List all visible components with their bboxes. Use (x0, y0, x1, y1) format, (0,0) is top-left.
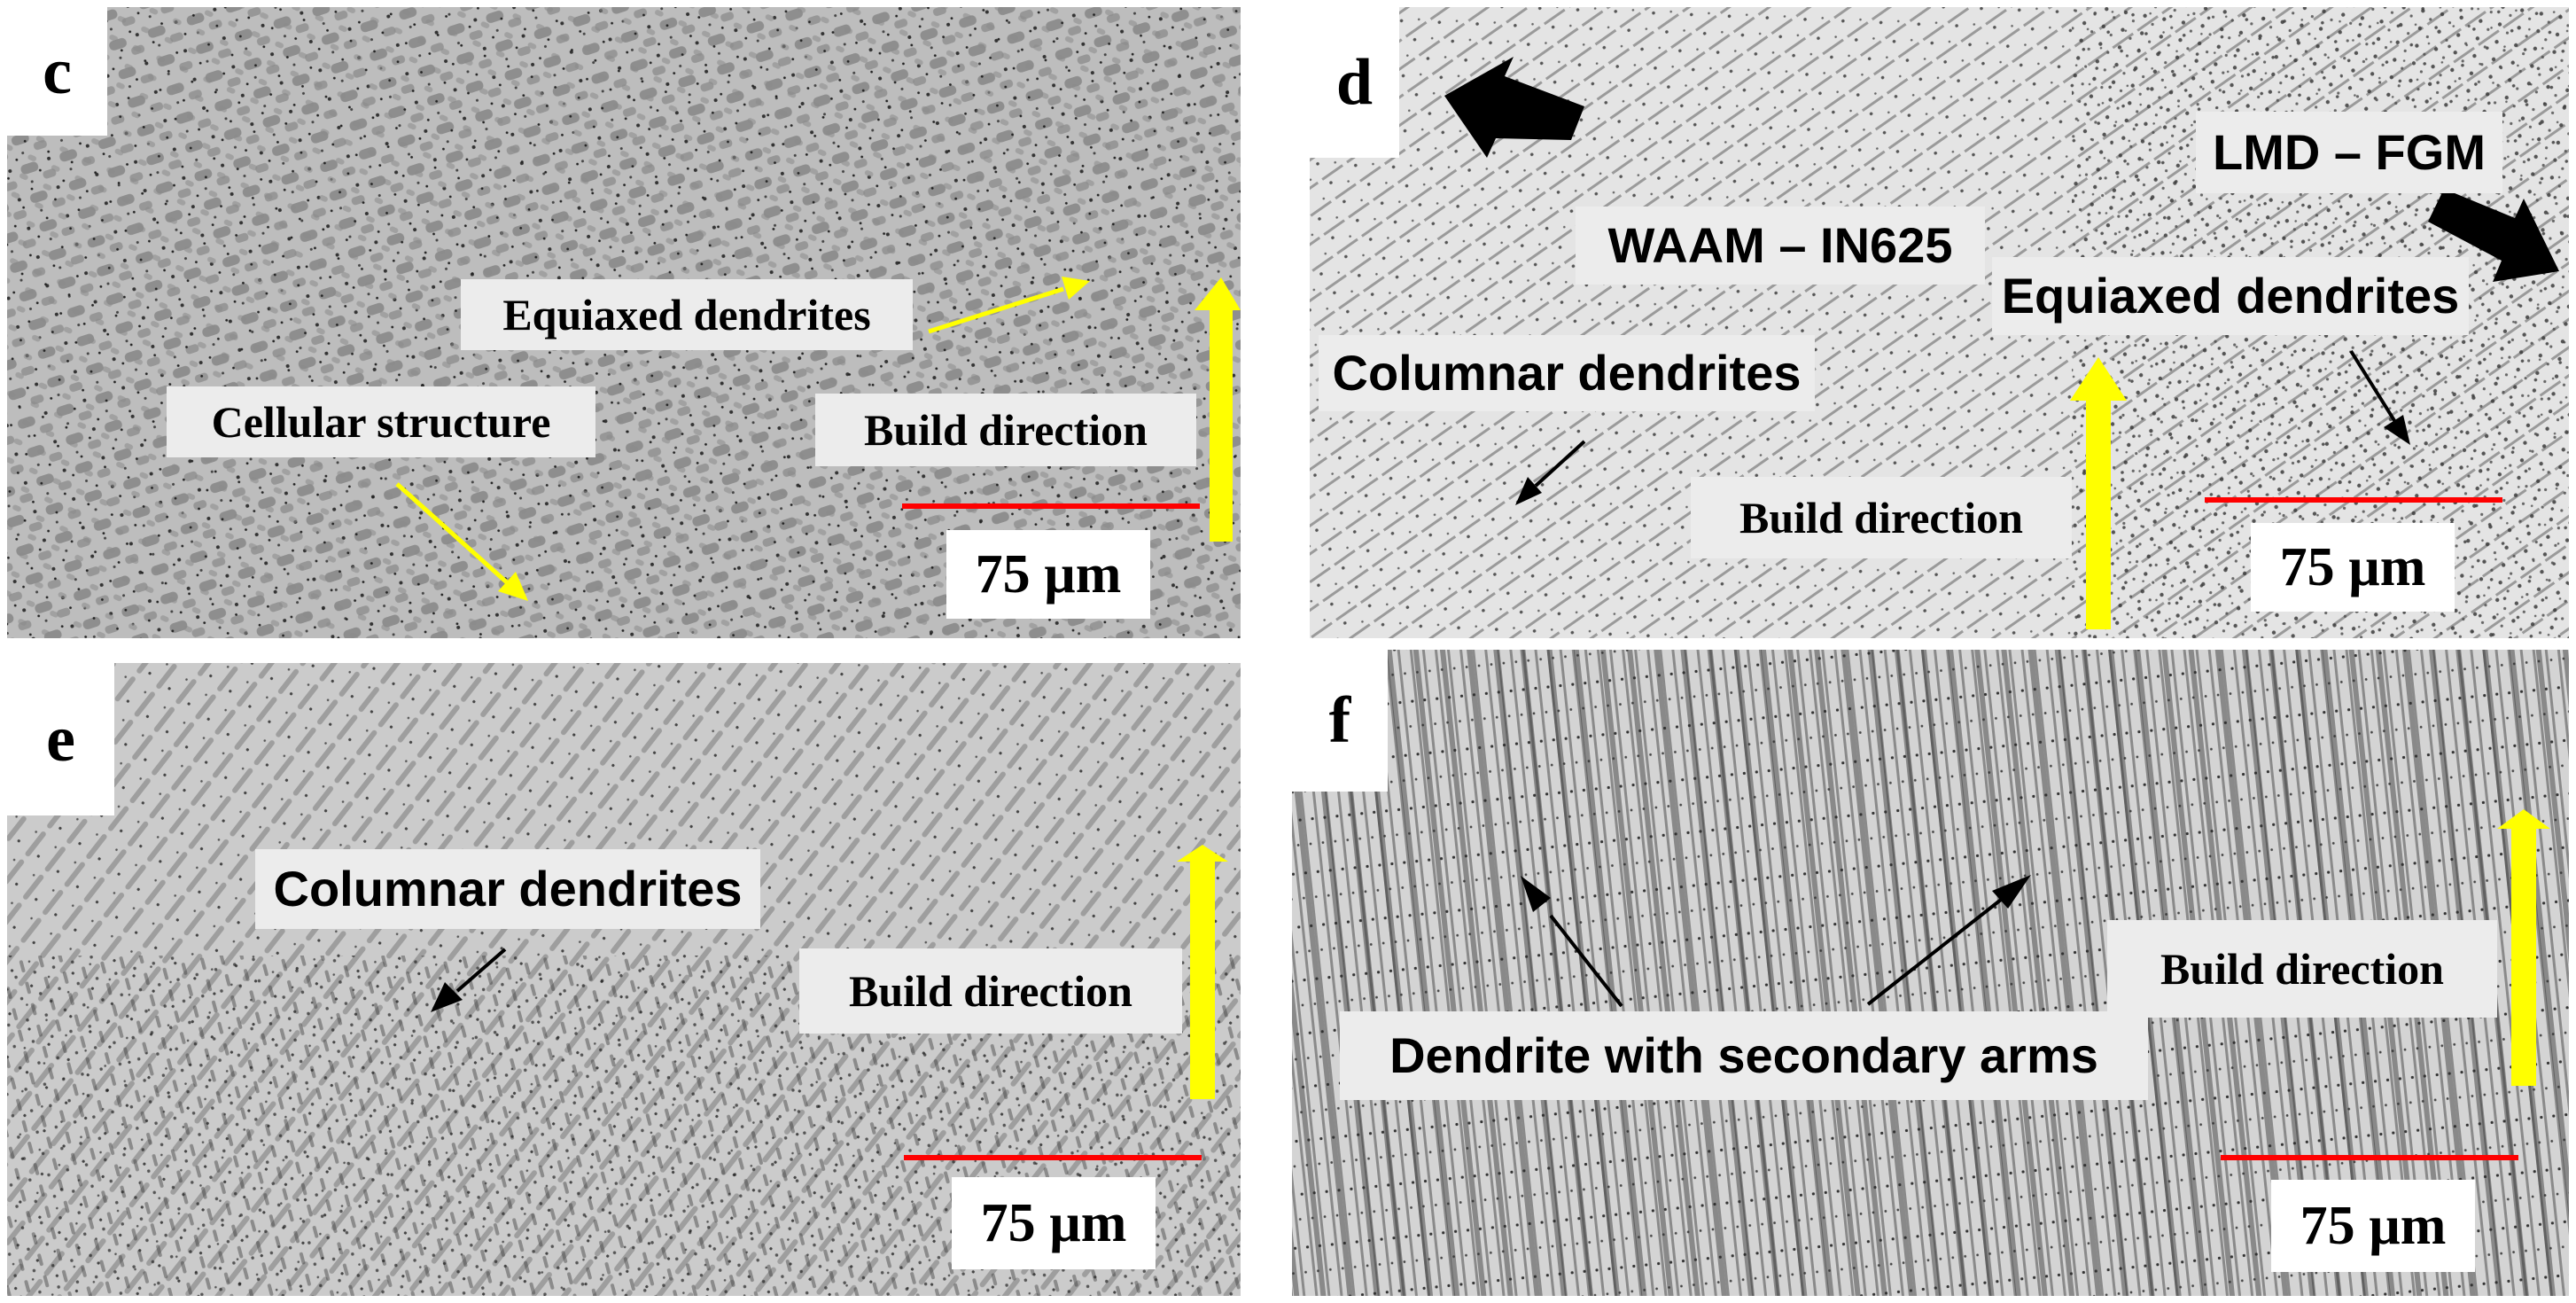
scale-bar-label-e: 75 µm (952, 1177, 1156, 1269)
label-dendrite-secondary-arms-f: Dendrite with secondary arms (1340, 1011, 2148, 1100)
scale-bar-d (2205, 497, 2502, 503)
black-arrow-dendrite-left-f (1549, 914, 1623, 1008)
label-columnar-dendrites-d: Columnar dendrites (1319, 335, 1815, 411)
black-arrow-head-columnar-d (1515, 477, 1542, 505)
label-equiaxed-dendrites-d: Equiaxed dendrites (1992, 257, 2469, 335)
build-direction-arrow-shaft-f (2511, 827, 2536, 1086)
scale-bar-f (2221, 1155, 2518, 1160)
yellow-arrow-cellular-c (395, 482, 510, 585)
annotations-e (431, 845, 1228, 1160)
label-build-direction-f: Build direction (2107, 920, 2497, 1018)
build-direction-arrow-shaft-d (2086, 399, 2111, 629)
scale-bar-label-f: 75 µm (2271, 1180, 2475, 1272)
label-build-direction-d: Build direction (1691, 477, 2072, 558)
build-direction-arrow-head-e (1177, 845, 1228, 862)
micrograph-panel-d: d WAAM – IN625 LMD – FGM Equiaxed dendri… (1310, 7, 2569, 638)
black-arrow-head-dendrite-left-f (1521, 876, 1551, 912)
annotations-c (395, 277, 1241, 601)
label-equiaxed-dendrites-c: Equiaxed dendrites (461, 279, 913, 350)
panel-letter-f: f (1292, 650, 1388, 792)
scale-bar-c (902, 503, 1200, 509)
micrograph-panel-e: e Columnar dendrites Build direction 75 … (7, 663, 1241, 1296)
label-lmd-fgm-d: LMD – FGM (2196, 112, 2502, 193)
yellow-arrow-head-equiaxed-c (1062, 277, 1090, 300)
black-arrow-lmd-d (2428, 189, 2559, 282)
label-build-direction-c: Build direction (815, 394, 1196, 466)
black-arrow-equiaxed-d (2349, 349, 2397, 424)
scale-bar-e (904, 1155, 1202, 1160)
yellow-arrow-equiaxed-c (928, 286, 1064, 334)
yellow-arrow-head-cellular-c (498, 572, 528, 601)
panel-letter-e: e (7, 663, 114, 815)
build-direction-arrow-head-d (2070, 357, 2127, 401)
scale-bar-label-c: 75 µm (946, 530, 1150, 619)
black-arrow-columnar-e (455, 948, 507, 993)
build-direction-arrow-head-c (1195, 277, 1241, 310)
panel-letter-d: d (1310, 7, 1399, 158)
black-arrow-dendrite-right-f (1866, 898, 2003, 1006)
black-arrow-waam-d (1444, 57, 1584, 158)
black-arrow-head-equiaxed-d (2384, 415, 2410, 445)
label-cellular-structure-c: Cellular structure (167, 386, 595, 457)
black-arrow-columnar-d (1534, 440, 1586, 488)
label-build-direction-e: Build direction (799, 948, 1182, 1034)
build-direction-arrow-head-f (2497, 809, 2550, 829)
build-direction-arrow-shaft-e (1190, 860, 1215, 1099)
annotations-d (1444, 57, 2559, 629)
micrograph-panel-c: c Equiaxed dendrites Cellular structure … (7, 7, 1241, 638)
annotations-f (1521, 809, 2550, 1160)
label-waam-in625-d: WAAM – IN625 (1576, 207, 1985, 285)
black-arrow-head-dendrite-right-f (1992, 875, 2031, 909)
build-direction-arrow-shaft-c (1210, 308, 1233, 542)
black-arrow-head-columnar-e (431, 982, 463, 1012)
scale-bar-label-d: 75 µm (2251, 523, 2455, 612)
panel-letter-c: c (7, 7, 107, 136)
label-columnar-dendrites-e: Columnar dendrites (255, 849, 760, 929)
micrograph-panel-f: f Dendrite with secondary arms Build dir… (1292, 650, 2569, 1296)
